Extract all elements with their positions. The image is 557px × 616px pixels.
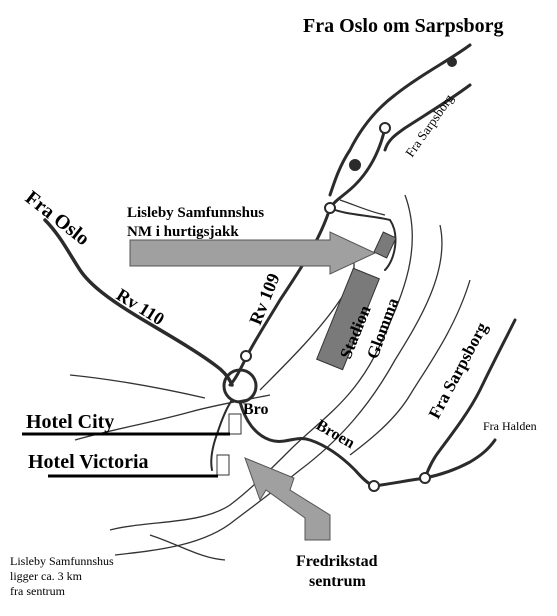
river-bank-valley-2 (339, 199, 386, 216)
label-lisleby-line2: NM i hurtigsjakk (127, 224, 239, 240)
label-fredrikstad-line2: sentrum (309, 573, 367, 590)
buildings (216, 231, 397, 476)
road-rv110 (43, 218, 234, 387)
junction-node (419, 472, 431, 484)
arrow-lisleby (129, 231, 377, 275)
label-bro: Bro (243, 401, 268, 418)
note-line1: Lisleby Samfunnshus (10, 554, 114, 568)
label-fra-halden: Fra Halden (483, 419, 537, 433)
road-from-oslo-via-sarpsborg (328, 43, 472, 197)
river-bank-outer (109, 194, 413, 531)
junction-node (324, 202, 336, 214)
river-glomma (69, 194, 471, 561)
junctions (240, 57, 457, 492)
river-bank-east (349, 279, 471, 456)
road-fra-halden (423, 438, 497, 480)
hotel-city-building (228, 413, 242, 435)
roundabout (222, 368, 258, 404)
lisleby-samfunnshus-building (373, 231, 397, 259)
road-fra-sarpsborg-top (383, 83, 472, 152)
label-hotel-victoria: Hotel Victoria (28, 451, 149, 473)
junction-node-filled (447, 57, 457, 67)
stadium-field (316, 267, 380, 371)
junction-node (368, 480, 380, 492)
road-to-hotels (210, 399, 233, 471)
label-fredrikstad-line1: Fredrikstad (296, 553, 378, 570)
note-line3: fra sentrum (10, 584, 66, 598)
river-bank-west-2 (69, 374, 206, 399)
river-bank-south (149, 534, 226, 561)
note-line2: ligger ca. 3 km (10, 569, 83, 583)
junction-node (379, 122, 391, 134)
road-bro (238, 400, 376, 488)
label-fra-sarpsborg-right: Fra Sarpsborg (425, 319, 492, 422)
label-fra-oslo-om-sarpsborg: Fra Oslo om Sarpsborg (303, 15, 504, 37)
arrow-fredrikstad-sentrum (244, 457, 331, 541)
junction-node-filled (349, 159, 361, 171)
label-fra-oslo: Fra Oslo (21, 187, 94, 251)
road-broen-east (372, 318, 517, 488)
road-stadium-loop (329, 207, 397, 271)
label-rv109: Rv 109 (245, 270, 284, 327)
road-connector-top (328, 126, 387, 210)
river-bank-inner (114, 224, 443, 556)
label-lisleby-line1: Lisleby Samfunnshus (127, 205, 264, 221)
junction-node (240, 350, 252, 362)
label-hotel-city: Hotel City (26, 411, 114, 433)
hotel-victoria-building (216, 454, 230, 476)
